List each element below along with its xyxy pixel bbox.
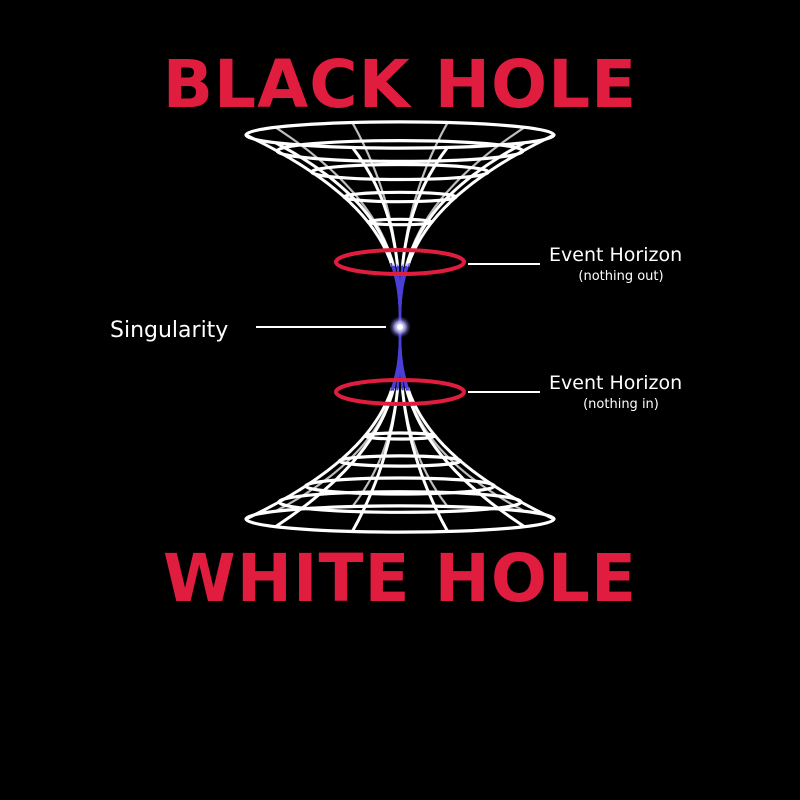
grid-ring xyxy=(342,190,458,204)
event-horizon-in-label: Event Horizon xyxy=(549,372,682,394)
grid-meridian xyxy=(245,133,394,267)
grid-ring xyxy=(363,431,437,441)
grid-meridian xyxy=(401,387,449,508)
grid-ring xyxy=(337,454,463,468)
grid-ring xyxy=(244,120,556,150)
grid-meridian xyxy=(274,387,395,513)
title-black-hole: BLACK HOLE xyxy=(162,46,638,123)
grid-meridian xyxy=(400,388,449,533)
grid-rings xyxy=(244,120,556,534)
grid-ring xyxy=(366,217,434,227)
grid-meridian xyxy=(351,388,400,533)
grid-meridian xyxy=(351,387,399,508)
grid-meridian xyxy=(406,387,555,521)
grid-ring xyxy=(275,139,525,164)
grid-ring xyxy=(304,476,496,496)
grid-meridian xyxy=(274,126,395,267)
title-white-hole: WHITE HOLE xyxy=(162,540,638,617)
event-horizon-out-label: Event Horizon xyxy=(549,244,682,266)
event-horizon-ring xyxy=(334,378,466,406)
grid-meridian xyxy=(405,126,526,267)
event-horizon-ring xyxy=(334,248,466,276)
singularity-label: Singularity xyxy=(110,318,228,343)
grid-ring xyxy=(244,504,556,534)
grid-meridian xyxy=(405,387,526,513)
singularity-point xyxy=(397,324,403,330)
grid-ring xyxy=(310,162,490,182)
event-horizon-in-note: (nothing in) xyxy=(583,397,659,412)
grid-meridian xyxy=(406,133,555,267)
grid-ring xyxy=(277,490,523,514)
event-horizon-out-note: (nothing out) xyxy=(578,269,663,284)
grid-meridian xyxy=(245,387,394,521)
horizon-rings xyxy=(334,248,466,406)
